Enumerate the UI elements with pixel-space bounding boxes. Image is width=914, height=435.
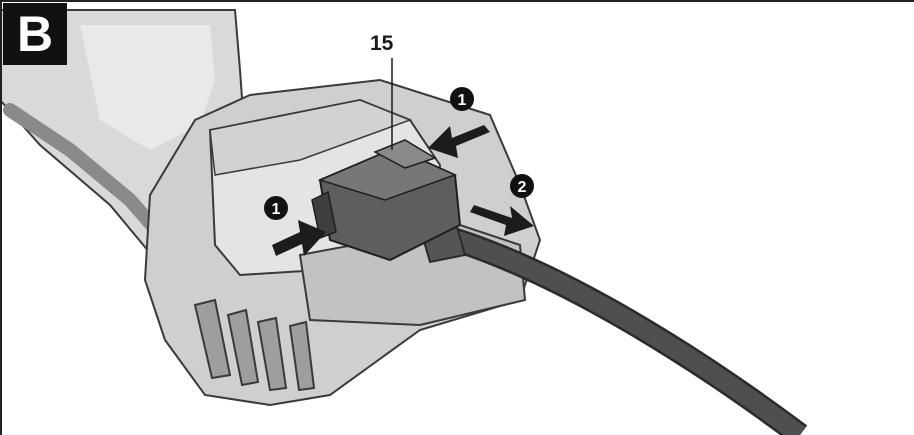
press-arrow-right-side [428,125,490,158]
cable-body [437,225,806,435]
svg-text:1: 1 [458,92,467,109]
press-arrow-left-side [272,220,326,256]
step-marker-left: 1 [264,196,288,220]
svg-text:1: 1 [272,201,281,218]
part-callout: 15 [370,32,394,55]
handle-highlight [80,25,215,150]
figure-label: B [3,3,67,65]
connector-latch [373,139,437,169]
frame-left-border [0,0,2,435]
step-marker-right: 2 [510,174,534,198]
pull-arrow [470,205,534,236]
housing-vents [193,298,316,392]
port-block-top [209,99,413,176]
svg-text:2: 2 [518,179,527,196]
step-marker-top: 1 [450,87,474,111]
frame-top-border [0,0,914,2]
connector-side-button [311,190,337,240]
handle-grip-groove [3,103,172,247]
